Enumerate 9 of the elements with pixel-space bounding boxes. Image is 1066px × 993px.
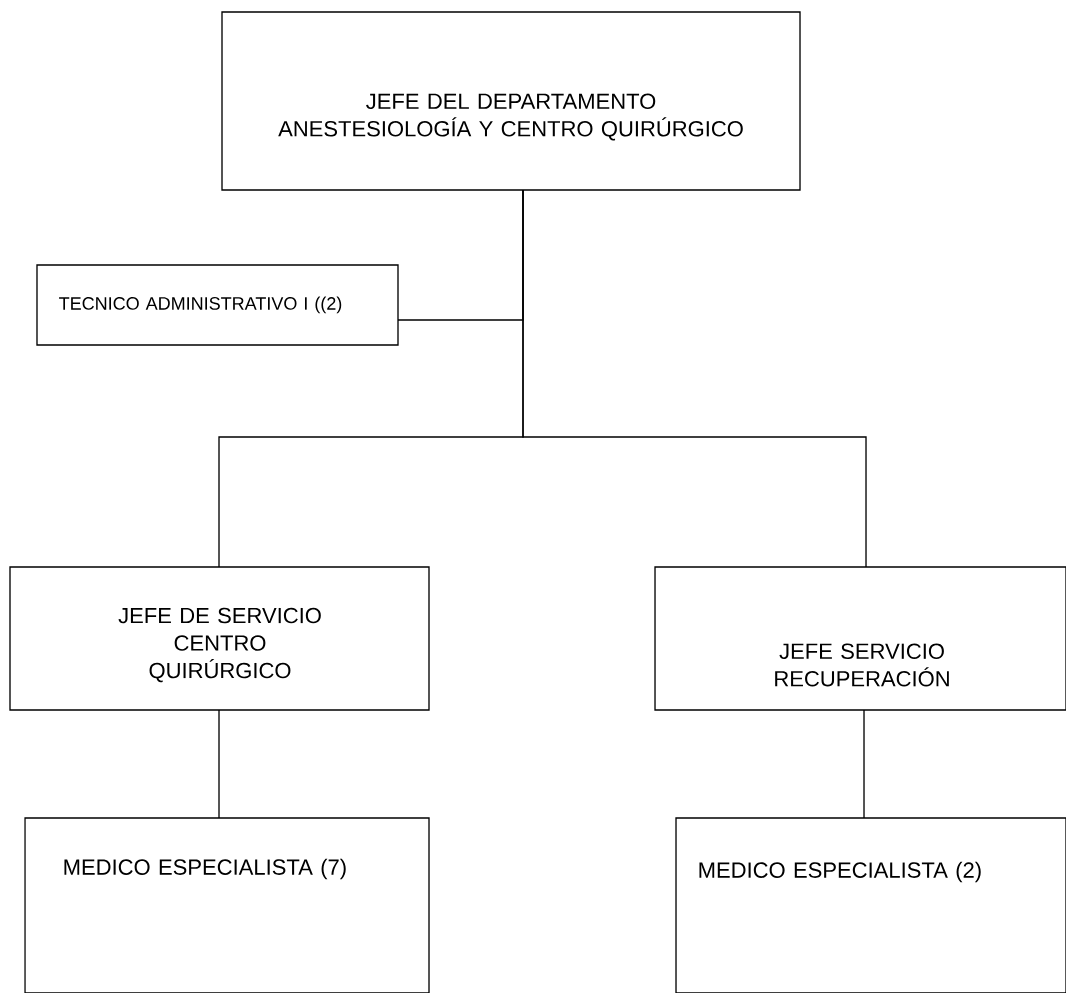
org-box: MEDICO ESPECIALISTA (7) (24, 817, 430, 993)
org-box: MEDICO ESPECIALISTA (2) (675, 817, 1066, 993)
connector-line (522, 189, 867, 568)
connector-line (863, 709, 865, 819)
org-box: TECNICO ADMINISTRATIVO I ((2) (36, 264, 399, 346)
org-box: JEFE DEL DEPARTAMENTO ANESTESIOLOGÍA Y CENTRO QUIRÚRGICO (221, 11, 801, 191)
connector-line (218, 709, 220, 819)
org-box: JEFE DE SERVICIO CENTRO QUIRÚRGICO (9, 566, 430, 711)
org-box: JEFE SERVICIO RECUPERACIÓN (654, 566, 1066, 711)
